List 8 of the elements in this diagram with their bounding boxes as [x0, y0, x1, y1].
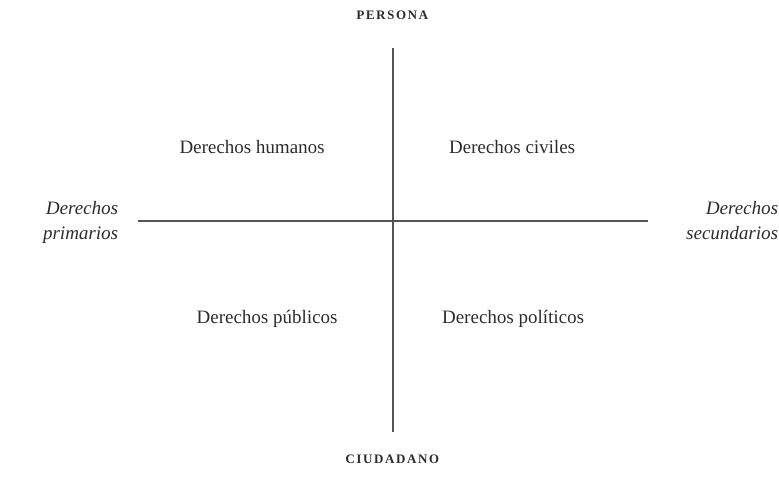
quadrant-label: Derechos públicos	[196, 306, 338, 330]
axis-label: PERSONA	[356, 6, 430, 24]
quadrant-label: Derechos humanos	[179, 136, 325, 160]
quadrant-label: Derechos políticos	[442, 306, 584, 330]
axis-label: Derechos primarios	[41, 197, 118, 246]
axis-label: CIUDADANO	[345, 450, 441, 468]
quadrant-label: Derechos civiles	[448, 136, 576, 160]
axis-label: Derechos secundarios	[685, 197, 778, 246]
